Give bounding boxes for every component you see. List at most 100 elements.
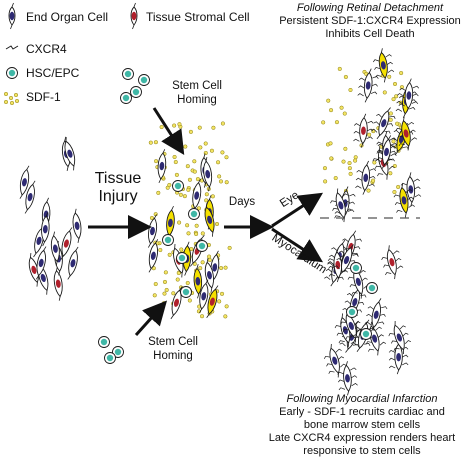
nucleus bbox=[401, 196, 407, 205]
stromal-nucleus bbox=[55, 279, 61, 288]
legend-end-organ-label: End Organ Cell bbox=[26, 10, 109, 24]
sdf-dot bbox=[367, 132, 372, 137]
end-organ-cell bbox=[340, 309, 363, 343]
cxcr4-receptor bbox=[326, 356, 345, 367]
cxcr4-receptor bbox=[388, 362, 409, 369]
hsc-cell bbox=[176, 252, 188, 264]
cxcr4-receptor bbox=[343, 321, 361, 333]
sdf-dot bbox=[337, 66, 342, 71]
cxcr4-receptor bbox=[373, 121, 394, 127]
cxcr4-receptor bbox=[353, 136, 373, 142]
nucleus bbox=[373, 310, 379, 319]
sdf-dot bbox=[161, 301, 166, 306]
mi-line-4: responsive to stem cells bbox=[303, 445, 421, 457]
nucleus bbox=[27, 192, 33, 202]
cxcr4-receptor bbox=[368, 341, 387, 352]
sdf-dot bbox=[199, 314, 205, 319]
cxcr4-receptor bbox=[376, 150, 397, 155]
sdf-dot bbox=[185, 164, 190, 169]
stem-homing-bottom-line-2: Homing bbox=[153, 350, 193, 362]
cxcr4-receptor bbox=[385, 265, 404, 276]
stromal-nucleus bbox=[335, 260, 341, 270]
end-organ-cell bbox=[203, 157, 213, 192]
sdf-dot bbox=[153, 140, 158, 145]
sdf-dot bbox=[342, 111, 347, 116]
sdf-dot bbox=[186, 231, 191, 236]
nucleus bbox=[150, 251, 156, 260]
hsc-cell bbox=[138, 74, 150, 86]
end-organ-cell bbox=[72, 208, 82, 243]
nucleus bbox=[380, 61, 386, 70]
end-organ-cell bbox=[355, 160, 377, 195]
sdf-dot bbox=[176, 270, 181, 276]
sdf-dot bbox=[211, 125, 216, 130]
sdf-dot bbox=[323, 179, 328, 184]
end-organ-cell bbox=[400, 172, 422, 207]
sdf-dot bbox=[366, 188, 371, 193]
cxcr4-icon bbox=[5, 45, 19, 50]
arrow-myocardium bbox=[271, 227, 324, 263]
end-organ-cell bbox=[333, 244, 359, 276]
sdf-dot bbox=[197, 125, 202, 130]
cxcr4-receptor bbox=[377, 165, 395, 177]
sdf-dot bbox=[353, 158, 358, 163]
cxcr4-receptor bbox=[376, 145, 397, 153]
end-organ-cell bbox=[50, 231, 60, 266]
sdf-dot bbox=[223, 265, 228, 270]
sdf-dot bbox=[207, 257, 212, 263]
nucleus bbox=[332, 356, 338, 365]
sdf-dot bbox=[183, 144, 188, 149]
sdf-dot bbox=[219, 291, 225, 296]
sdf-dot bbox=[329, 156, 334, 161]
hsc-cell bbox=[172, 180, 184, 192]
nucleus bbox=[207, 215, 213, 224]
sdf-dot bbox=[334, 120, 340, 125]
sdf-dot bbox=[163, 270, 168, 275]
end-organ-cell bbox=[371, 107, 396, 140]
nucleus bbox=[67, 149, 73, 158]
nucleus bbox=[355, 277, 361, 286]
myocardium-panel bbox=[323, 230, 412, 396]
nucleus bbox=[195, 277, 201, 286]
sdf-dot bbox=[174, 133, 179, 138]
sdf-dot bbox=[158, 247, 163, 253]
cxcr4-receptor bbox=[332, 200, 351, 211]
sdf-dot bbox=[185, 223, 190, 228]
cxcr4-receptor bbox=[372, 54, 392, 63]
cxcr4-receptor bbox=[338, 375, 358, 383]
sdf-dot bbox=[341, 159, 346, 164]
sdf-dot bbox=[396, 184, 401, 190]
sdf-dot bbox=[178, 141, 183, 146]
sdf-dot bbox=[9, 100, 15, 106]
sdf-dot bbox=[172, 123, 177, 128]
cxcr4-receptor bbox=[367, 306, 388, 310]
cxcr4-receptor bbox=[357, 91, 378, 97]
cxcr4-receptor bbox=[376, 113, 396, 119]
sdf-dot bbox=[171, 291, 176, 296]
sdf-dot bbox=[159, 125, 164, 130]
cxcr4-receptor bbox=[393, 189, 413, 198]
sdf-dot bbox=[200, 231, 205, 236]
nucleus bbox=[206, 271, 212, 280]
cxcr4-receptor bbox=[399, 85, 420, 91]
sdf-dot bbox=[387, 74, 392, 79]
stromal-cell bbox=[353, 113, 374, 148]
sdf-dot bbox=[395, 121, 400, 126]
cxcr4-receptor bbox=[339, 342, 360, 348]
end-organ-cell bbox=[357, 68, 379, 103]
sdf-dot bbox=[348, 87, 353, 93]
nucleus bbox=[365, 81, 371, 90]
cxcr4-receptor bbox=[397, 129, 416, 139]
cxcr4-receptor bbox=[375, 158, 395, 163]
stem-homing-top-line-2: Homing bbox=[177, 94, 217, 106]
sdf-dot bbox=[326, 98, 331, 103]
hsc-cell bbox=[104, 352, 116, 364]
stromal-cell bbox=[170, 286, 183, 320]
hsc-cell bbox=[346, 306, 358, 318]
sdf-dot bbox=[394, 94, 399, 99]
nucleus bbox=[9, 11, 15, 21]
sdf-dot bbox=[219, 265, 224, 271]
sdf-dot bbox=[348, 171, 353, 176]
cxcr4-receptor bbox=[350, 341, 371, 347]
sdf-dot bbox=[370, 178, 376, 183]
